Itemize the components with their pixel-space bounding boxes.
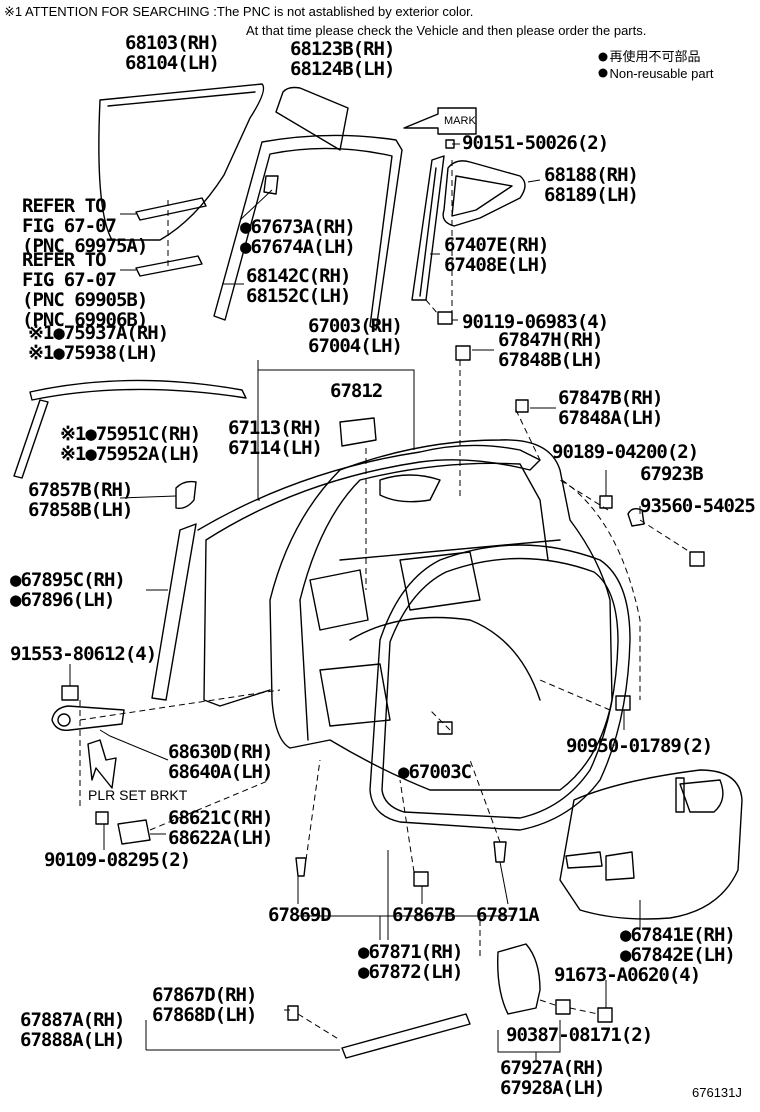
door-hinge — [51, 705, 125, 731]
callout-67003[interactable]: 67003(RH)67004(LH) — [308, 315, 403, 357]
callout-67895[interactable]: ●67895C(RH)●67896(LH) — [10, 569, 126, 611]
callout-67869[interactable]: 67869D — [268, 904, 332, 926]
callout-67847h[interactable]: 67847H(RH)67848B(LH) — [498, 329, 603, 371]
callout-90109[interactable]: 90109-08295(2) — [44, 849, 191, 871]
callout-68123[interactable]: 68123B(RH)68124B(LH) — [290, 38, 395, 80]
window-frame-seal — [197, 444, 541, 707]
callout-93560[interactable]: 93560-54025 — [640, 495, 756, 517]
callout-67871[interactable]: ●67871(RH)●67872(LH) — [358, 941, 463, 983]
attention-note-line1: ※1 ATTENTION FOR SEARCHING :The PNC is n… — [4, 4, 474, 19]
attention-note-line2: At that time please check the Vehicle an… — [246, 23, 647, 38]
lower-moulding — [341, 1013, 471, 1059]
callout-75937[interactable]: ※1●75937A(RH)※1●75938(LH) — [28, 322, 169, 364]
callout-68103[interactable]: 68103(RH)68104(LH) — [125, 32, 220, 74]
callout-67867b[interactable]: 67867B — [392, 904, 456, 926]
figure-id: 676131J — [692, 1085, 742, 1100]
callout-90151[interactable]: 90151-50026(2) — [462, 132, 609, 154]
door-weatherstrip — [369, 544, 631, 831]
frame-moulding — [13, 399, 49, 479]
mark-label: MARK — [444, 115, 476, 127]
callout-68142[interactable]: 68142C(RH)68152C(LH) — [246, 265, 351, 307]
callout-67673[interactable]: ●67673A(RH)●67674A(LH) — [240, 216, 356, 258]
callout-67871a[interactable]: 67871A — [476, 904, 540, 926]
door-glass — [98, 83, 265, 241]
callout-68621[interactable]: 68621C(RH)68622A(LH) — [168, 807, 273, 849]
rear-bracket — [497, 943, 541, 1015]
service-hole-cover — [559, 769, 743, 920]
quarter-glass — [275, 86, 349, 151]
callout-67847b[interactable]: 67847B(RH)67848A(LH) — [558, 387, 663, 429]
callout-68188[interactable]: 68188(RH)68189(LH) — [544, 164, 639, 206]
callout-90387[interactable]: 90387-08171(2) — [506, 1024, 653, 1046]
quarter-window-seal — [442, 160, 526, 227]
callout-67857[interactable]: 67857B(RH)67858B(LH) — [28, 479, 133, 521]
callout-67841[interactable]: ●67841E(RH)●67842E(LH) — [620, 924, 736, 966]
callout-67887[interactable]: 67887A(RH)67888A(LH) — [20, 1009, 125, 1051]
callout-67407[interactable]: 67407E(RH)67408E(LH) — [444, 234, 549, 276]
callout-67923[interactable]: 67923B — [640, 463, 704, 485]
callout-90950[interactable]: 90950-01789(2) — [566, 735, 713, 757]
callout-68630[interactable]: 68630D(RH)68640A(LH) — [168, 741, 273, 783]
run-channel — [213, 134, 403, 331]
callout-90189[interactable]: 90189-04200(2) — [552, 441, 699, 463]
callout-67003c[interactable]: ●67003C — [398, 761, 472, 783]
legend-jp: ● 再使用不可部品 — [598, 49, 701, 64]
callout-90119[interactable]: 90119-06983(4) — [462, 311, 609, 333]
callout-67812[interactable]: 67812 — [330, 380, 383, 402]
callout-67113[interactable]: 67113(RH)67114(LH) — [228, 417, 323, 459]
callout-67867d[interactable]: 67867D(RH)67868D(LH) — [152, 984, 257, 1026]
door-shell — [269, 439, 613, 791]
plr-set-brkt-label: PLR SET BRKT — [88, 787, 188, 803]
belt-moulding — [29, 379, 247, 401]
callout-91673[interactable]: 91673-A0620(4) — [554, 964, 701, 986]
callout-91553[interactable]: 91553-80612(4) — [10, 643, 157, 665]
legend-en: ● Non-reusable part — [598, 66, 714, 81]
callout-67927[interactable]: 67927A(RH)67928A(LH) — [500, 1057, 605, 1099]
callout-75951[interactable]: ※1●75951C(RH)※1●75952A(LH) — [60, 423, 201, 465]
